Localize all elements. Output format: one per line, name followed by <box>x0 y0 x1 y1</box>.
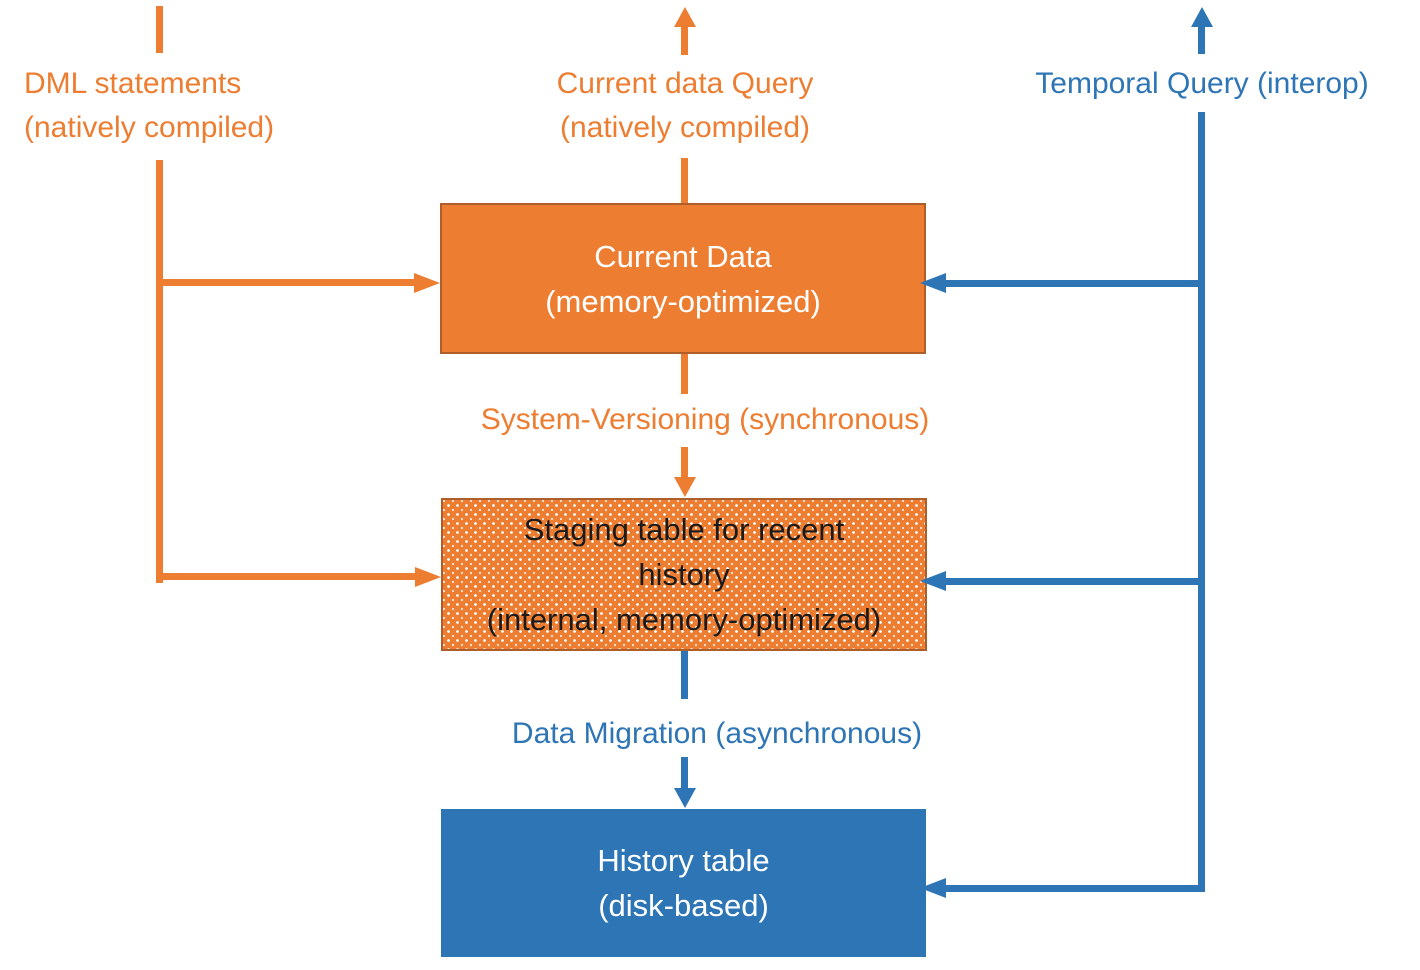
data-migration-connector-lower <box>681 757 688 789</box>
current-data-node: Current Data (memory-optimized) <box>440 203 926 354</box>
arrow-down-icon <box>674 788 696 808</box>
temporal-to-current-data-connector <box>944 280 1202 287</box>
arrow-left-icon <box>920 571 946 591</box>
history-table-node-line1: History table <box>597 843 770 878</box>
current-data-node-line1: Current Data <box>594 238 772 274</box>
arrow-right-icon <box>415 567 441 587</box>
dml-to-current-data-connector <box>156 279 416 286</box>
staging-table-node-line1: Staging table for recent <box>523 512 845 547</box>
dml-connector-top-segment <box>156 6 163 53</box>
dml-to-staging-connector <box>156 573 416 580</box>
arrow-up-icon <box>1191 7 1213 27</box>
temporal-to-history-connector <box>944 885 1205 892</box>
current-query-arrow-shaft <box>681 25 688 55</box>
temporal-query-arrow-shaft <box>1198 25 1205 54</box>
arrow-down-icon <box>674 477 696 497</box>
staging-table-node: Staging table for recent history (intern… <box>441 498 927 651</box>
arrow-right-icon <box>414 273 440 293</box>
current-data-query-label: Current data Query (natively compiled) <box>505 62 865 150</box>
current-data-query-label-line2: (natively compiled) <box>559 111 811 144</box>
system-versioning-connector-lower <box>681 447 688 478</box>
temporal-to-staging-connector <box>944 578 1202 585</box>
data-migration-label: Data Migration (asynchronous) <box>511 717 923 750</box>
arrow-up-icon <box>674 7 696 27</box>
arrow-left-icon <box>920 878 946 898</box>
dml-statements-label-line1: DML statements <box>24 67 242 100</box>
dml-connector-vertical <box>156 160 163 583</box>
history-table-node: History table (disk-based) <box>441 809 926 957</box>
system-versioning-connector-upper <box>681 354 688 394</box>
staging-table-node-line3: (internal, memory-optimized) <box>486 602 882 637</box>
temporal-query-vertical-connector <box>1198 112 1205 892</box>
history-table-node-line2: (disk-based) <box>598 888 769 923</box>
staging-table-node-line2: history <box>638 557 730 592</box>
query-to-current-data-connector <box>681 158 688 203</box>
system-versioning-label: System-Versioning (synchronous) <box>480 403 930 436</box>
current-data-query-label-line1: Current data Query <box>556 67 814 100</box>
data-migration-connector-upper <box>681 651 688 699</box>
arrow-left-icon <box>920 273 946 293</box>
dml-statements-label: DML statements (natively compiled) <box>24 62 274 150</box>
temporal-query-label: Temporal Query (interop) <box>1035 67 1369 100</box>
dml-statements-label-line2: (natively compiled) <box>24 111 275 144</box>
current-data-node-line2: (memory-optimized) <box>545 283 821 319</box>
